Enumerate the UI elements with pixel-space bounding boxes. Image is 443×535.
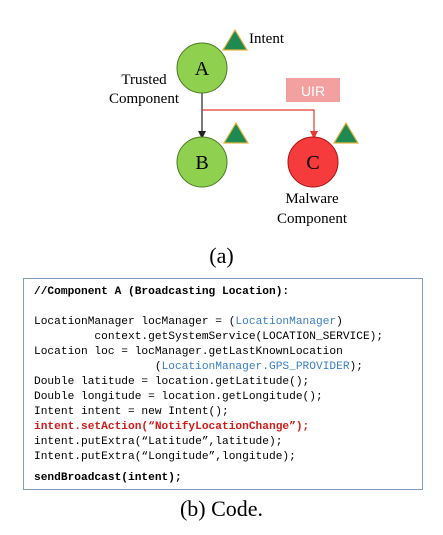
node-a: [176, 42, 228, 94]
node-b-label: B: [195, 152, 208, 174]
trusted-label-line2: Component: [109, 91, 180, 107]
component-diagram: A Intent Trusted Component UIR B C Malwa…: [109, 28, 360, 227]
code-line-4: (LocationManager.GPS_PROVIDER);: [34, 360, 363, 375]
node-a-label: A: [195, 58, 210, 80]
code-line-2: context.getSystemService(LOCATION_SERVIC…: [34, 331, 384, 343]
caption-b: (b) Code.: [179, 496, 264, 521]
code-line-4-const: LocationManager.GPS_PROVIDER: [161, 361, 350, 373]
caption-a: (a): [209, 243, 234, 268]
arrowhead-c: [310, 131, 318, 139]
malware-label-line1: Malware: [285, 191, 339, 207]
code-line-1-pre: LocationManager locManager = (: [34, 316, 236, 328]
code-line-3: Location loc = locManager.getLastKnownLo…: [34, 346, 343, 358]
code-line-8-highlight: intent.setAction(“NotifyLocationChange”)…: [34, 421, 310, 433]
code-line-1: LocationManager locManager = (LocationMa…: [34, 315, 343, 330]
node-b: [176, 136, 228, 188]
intent-triangle-b: [222, 121, 250, 144]
intent-label: Intent: [249, 31, 285, 47]
node-c-label: C: [306, 152, 319, 174]
node-c: [287, 136, 339, 188]
uir-box: [286, 78, 340, 102]
code-line-send: sendBroadcast(intent);: [34, 472, 182, 484]
arrowhead-b: [198, 131, 206, 139]
code-title: //Component A (Broadcasting Location):: [34, 286, 290, 298]
uir-label: UIR: [301, 83, 325, 99]
code-line-1-post: ): [336, 316, 343, 328]
code-line-10: Intent.putExtra(“Longitude”,longitude);: [34, 451, 296, 463]
code-listing: //Component A (Broadcasting Location): L…: [23, 278, 423, 490]
code-line-9: intent.putExtra(“Latitude”,latitude);: [34, 436, 283, 448]
code-line-4-pre: (: [34, 361, 162, 373]
intent-triangle-c: [332, 121, 360, 144]
edge-a-to-c: [202, 109, 315, 133]
intent-triangle-a: [221, 28, 249, 51]
code-line-6: Double longitude = location.getLongitude…: [34, 391, 323, 403]
code-line-4-post: );: [349, 361, 363, 373]
code-line-1-type: LocationManager: [235, 316, 337, 328]
code-line-7: Intent intent = new Intent();: [34, 406, 229, 418]
trusted-label-line1: Trusted: [121, 72, 167, 88]
code-line-5: Double latitude = location.getLatitude()…: [34, 376, 310, 388]
malware-label-line2: Component: [277, 211, 348, 227]
